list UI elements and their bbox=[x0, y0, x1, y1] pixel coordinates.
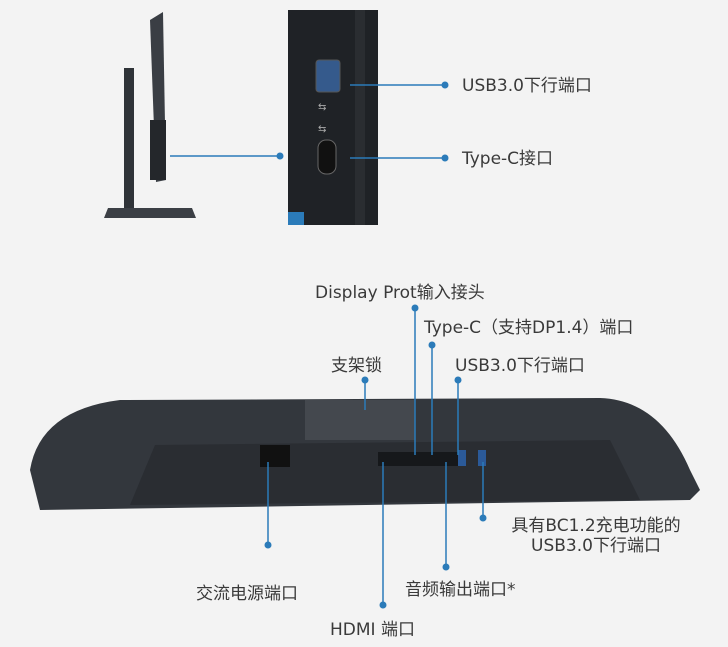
label-usb-bottom: USB3.0下行端口 bbox=[455, 356, 585, 376]
svg-text:⇆: ⇆ bbox=[318, 124, 326, 135]
monitor-side-view bbox=[104, 12, 196, 218]
label-stand-lock: 支架锁 bbox=[331, 356, 382, 376]
label-hdmi: HDMI 端口 bbox=[330, 620, 415, 640]
label-usb-top: USB3.0下行端口 bbox=[462, 76, 592, 96]
label-ac-power: 交流电源端口 bbox=[196, 584, 298, 604]
label-audio: 音频输出端口* bbox=[405, 580, 516, 600]
port-closeup: ⇆ ⇆ bbox=[288, 10, 378, 225]
label-displayport: Display Prot输入接头 bbox=[315, 283, 485, 303]
svg-text:⇆: ⇆ bbox=[318, 102, 326, 113]
label-bc12-line2: USB3.0下行端口 bbox=[531, 536, 661, 556]
monitor-bottom-view bbox=[30, 398, 700, 510]
label-typec-dp: Type-C（支持DP1.4）端口 bbox=[424, 318, 634, 338]
label-typec-top: Type-C接口 bbox=[462, 149, 554, 169]
label-bc12-usb: 具有BC1.2充电功能的 USB3.0下行端口 bbox=[490, 516, 702, 556]
label-bc12-line1: 具有BC1.2充电功能的 bbox=[511, 516, 681, 536]
